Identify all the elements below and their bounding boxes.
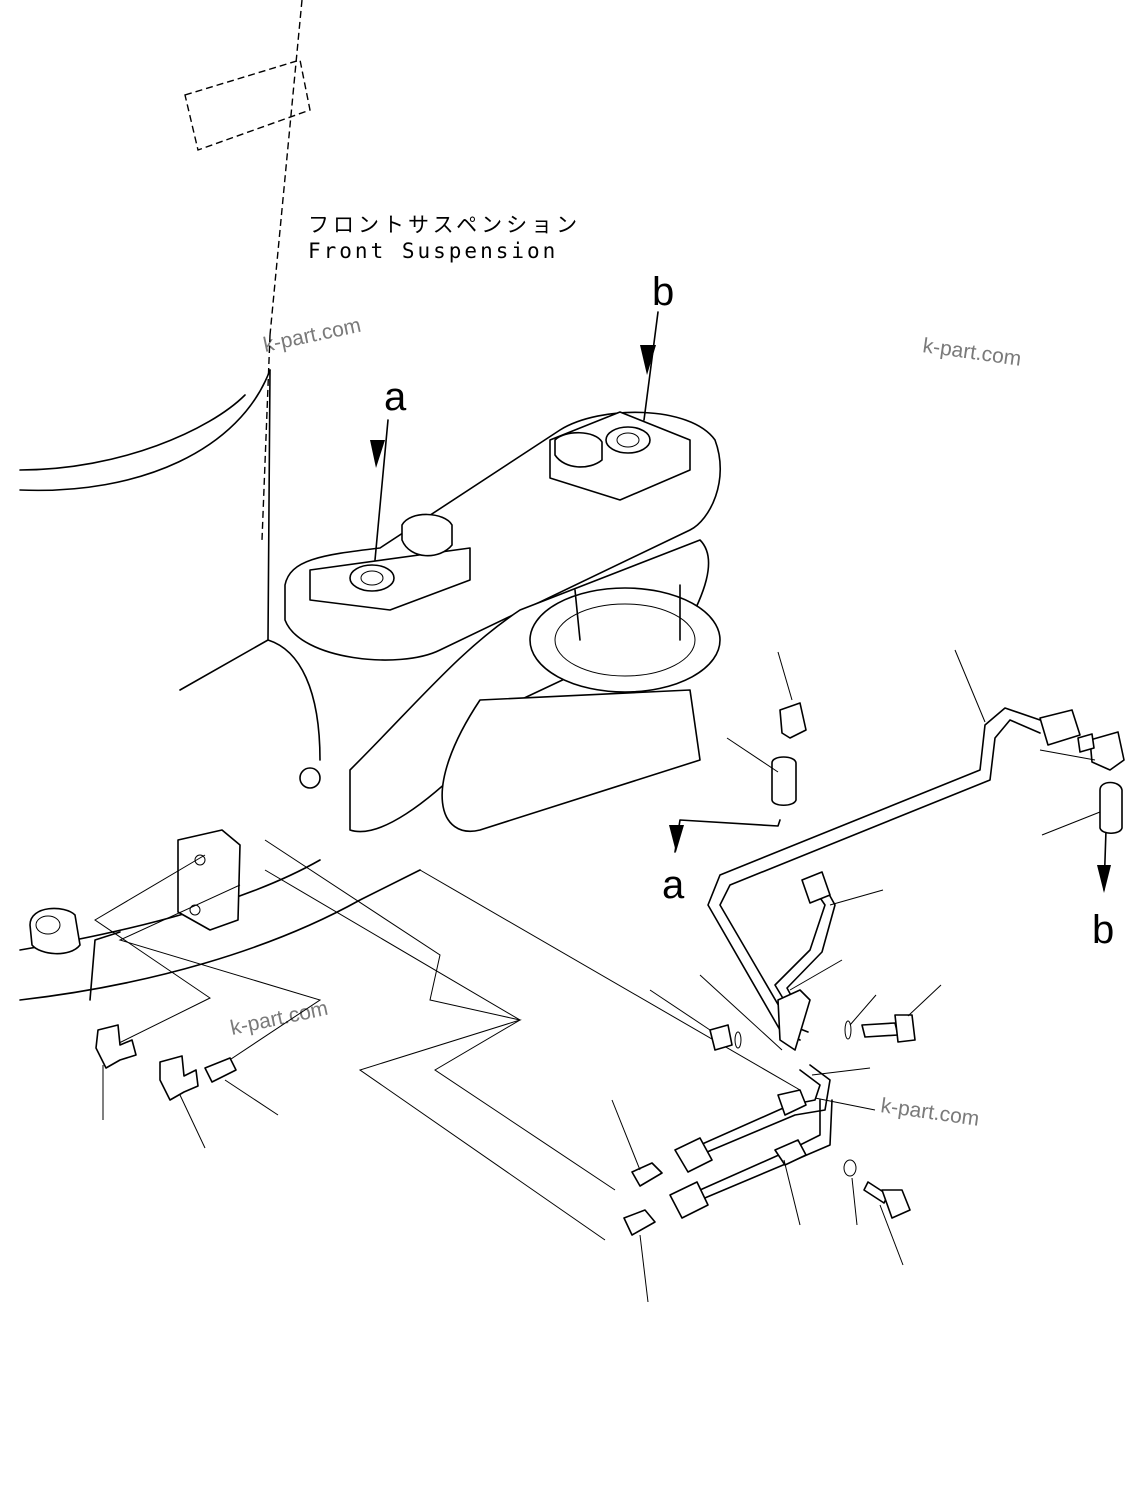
- fitting-nipple-top: [779, 702, 807, 739]
- title-japanese: フロントサスペンション: [308, 213, 581, 237]
- frame-body: [19, 369, 421, 1001]
- grease-nipples: [623, 1162, 663, 1236]
- label-a-bottom: a: [662, 863, 685, 907]
- index-leader-lines: [102, 649, 1101, 1303]
- suspension-link: [284, 411, 721, 833]
- label-b-bottom: b: [1092, 908, 1114, 952]
- fittings-left: [95, 1024, 237, 1101]
- fitting-elbow-top-right: [1077, 731, 1125, 771]
- pipe-clamps: [774, 989, 811, 1166]
- label-a-top: a: [384, 375, 407, 419]
- watermark-4: k-part.com: [879, 1094, 980, 1131]
- watermark-2: k-part.com: [921, 334, 1022, 371]
- grease-pipe-short: [774, 871, 836, 1013]
- fitting-connector-top: [771, 756, 797, 807]
- ref-arrow-a-top: a: [370, 375, 407, 561]
- front-bracket: [29, 829, 241, 955]
- grease-pipes-lower: [669, 1064, 833, 1219]
- bolts-nuts-washers: [709, 1014, 916, 1219]
- grease-pipe-long: [707, 707, 1081, 1041]
- fitting-connector-right: [1099, 781, 1123, 835]
- title-english: Front Suspension: [308, 239, 558, 263]
- label-b-top: b: [652, 270, 674, 314]
- ref-arrow-b-bottom: b: [1092, 829, 1114, 952]
- ref-arrow-a-bottom: a: [662, 819, 781, 907]
- suspension-cylinder-outline: [184, 0, 311, 541]
- watermark-1: k-part.com: [261, 314, 363, 357]
- ref-arrow-b-top: b: [640, 270, 674, 421]
- callout-lines: [94, 839, 801, 1241]
